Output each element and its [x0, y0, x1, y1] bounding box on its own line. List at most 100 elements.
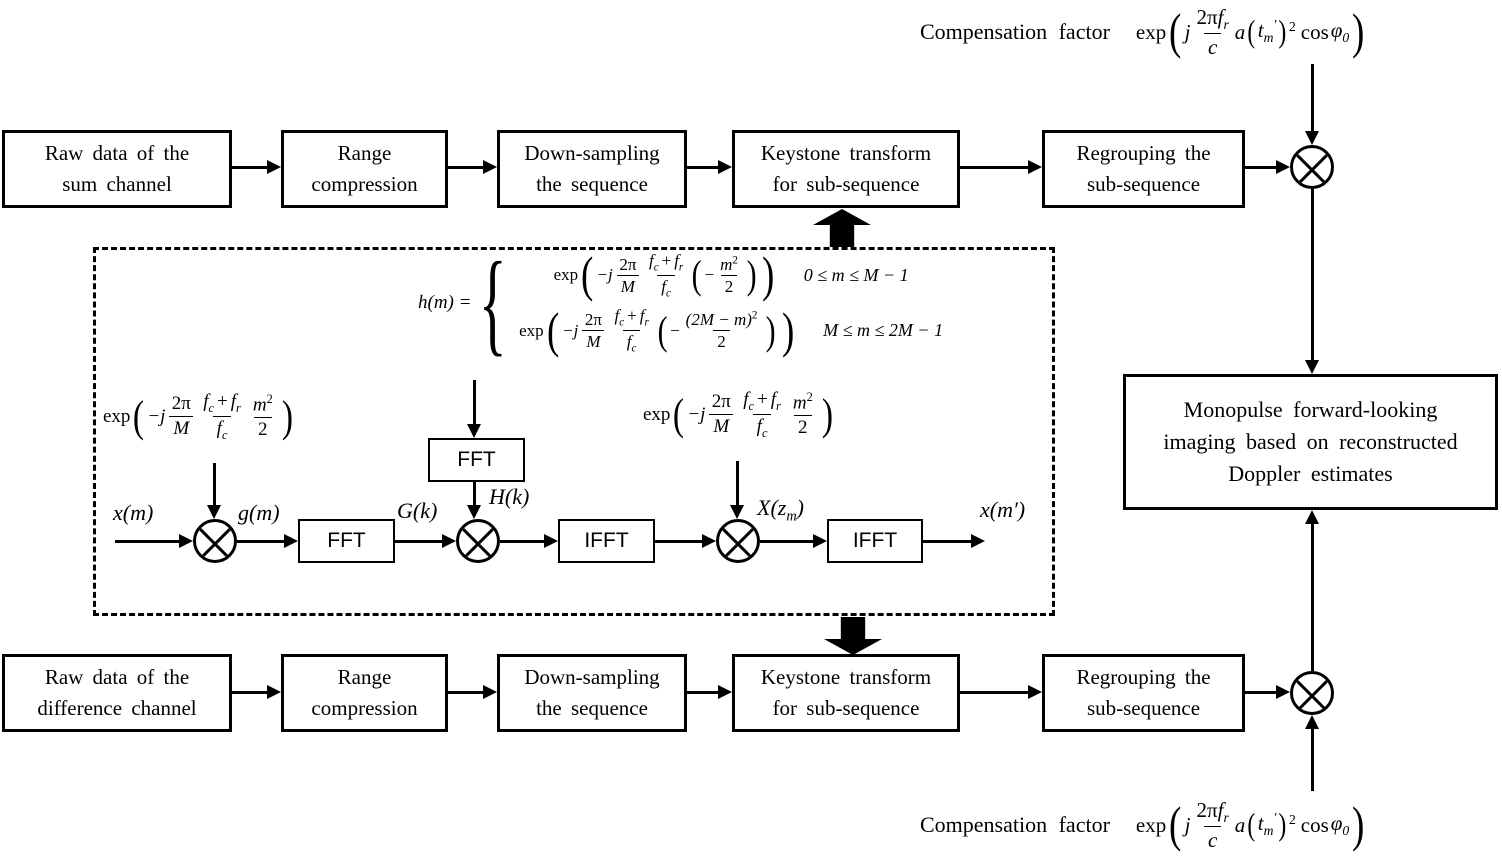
arrowhead-down — [730, 505, 744, 519]
box-keystone-transform-bottom: Keystone transform for sub-sequence — [732, 654, 960, 732]
compensation-factor-top: Compensation factor exp ( j 2πfr c a ( t… — [920, 1, 1368, 63]
arrowhead-right — [813, 534, 827, 548]
arrow-line — [473, 380, 476, 424]
box-label: sub-sequence — [1086, 172, 1201, 196]
box-label: Keystone transform — [760, 140, 932, 165]
arrow-line — [232, 166, 269, 169]
close-paren: ) — [1352, 797, 1365, 853]
h-row-1: exp ( −j 2π M fc+fr fc ( − m2 2 — [553, 247, 909, 303]
arrowhead-right — [267, 160, 281, 174]
fraction: 2πfr c — [1196, 4, 1229, 59]
compensation-label-bottom: Compensation factor — [920, 812, 1110, 837]
box-label: Range — [337, 664, 392, 689]
box-label: sum channel — [62, 172, 172, 196]
close-paren: ) — [746, 252, 757, 298]
box-ifft-2: IFFT — [827, 519, 923, 563]
close-paren: ) — [781, 302, 795, 358]
box-fft-vertical: FFT — [428, 438, 525, 482]
box-label: the sequence — [536, 172, 648, 196]
box-regrouping-bottom: Regrouping the sub-sequence — [1042, 654, 1245, 732]
arrow-line — [213, 463, 216, 505]
signal-label-X-zm: X(zm) — [757, 495, 804, 525]
compensation-formula-top: exp ( j 2πfr c a ( tm′ ) 2 cos φ0 ) — [1135, 4, 1365, 60]
open-paren: ( — [581, 247, 594, 303]
arrowhead-right — [702, 534, 716, 548]
multiplier-icon-1 — [193, 519, 237, 563]
arrowhead-down — [1305, 131, 1319, 145]
left-brace: { — [479, 239, 508, 367]
close-paren: ) — [281, 390, 293, 441]
h-lhs: h(m) = — [418, 292, 472, 314]
arrowhead-right — [284, 534, 298, 548]
box-range-compression-bottom: Range compression — [281, 654, 448, 732]
box-ifft-1: IFFT — [558, 519, 655, 563]
arrow-line — [655, 540, 704, 543]
fraction: m2 2 — [720, 254, 738, 296]
arrow-line — [1311, 64, 1314, 132]
arrowhead-right — [718, 160, 732, 174]
condition-2: M ≤ m ≤ 2M − 1 — [823, 320, 944, 341]
exp-factor-right: exp ( −j 2π M fc+fr fc m2 2 ) — [643, 388, 833, 441]
arrow-line — [1245, 166, 1278, 169]
arrowhead-right — [1276, 685, 1290, 699]
box-range-compression-top: Range compression — [281, 130, 448, 208]
arrowhead-down — [467, 424, 481, 438]
box-label: Keystone transform — [760, 664, 932, 689]
signal-label-x-m-prime: x(m′) — [980, 497, 1026, 522]
h-row-2: exp ( −j 2π M fc+fr fc ( − (2M − m)2 — [519, 302, 944, 358]
box-label: for sub-sequence — [772, 696, 920, 720]
box-down-sampling-top: Down-sampling the sequence — [497, 130, 687, 208]
arrow-line — [1311, 522, 1314, 671]
fraction: 2π M — [582, 309, 605, 353]
arrowhead-right — [483, 160, 497, 174]
exp-factor-left: exp ( −j 2π M fc+fr fc m2 2 ) — [103, 390, 293, 443]
keystone-detail-dashed-box — [93, 247, 1055, 616]
box-label: Down-sampling — [524, 140, 660, 165]
multiplier-icon-top — [1290, 145, 1334, 189]
signal-label-G-k: G(k) — [397, 498, 438, 523]
block-arrow-up-icon — [813, 209, 871, 247]
block-arrow-down-icon — [824, 617, 882, 655]
arrowhead-down — [207, 505, 221, 519]
open-paren: ( — [546, 302, 560, 358]
box-label: Range — [337, 140, 392, 165]
signal-label-x-m: x(m) — [113, 500, 154, 525]
box-label: Regrouping the — [1076, 664, 1211, 689]
box-label: the sequence — [536, 696, 648, 720]
arrow-line — [237, 540, 286, 543]
arrowhead-right — [442, 534, 456, 548]
close-paren: ) — [766, 307, 777, 353]
box-label: Monopulse forward-looking — [1183, 397, 1438, 423]
box-raw-data-sum-channel: Raw data of the sum channel — [2, 130, 232, 208]
open-paren: ( — [1169, 4, 1182, 60]
arrowhead-right — [544, 534, 558, 548]
arrow-line — [448, 166, 485, 169]
compensation-formula-bottom: exp ( j 2πfr c a ( tm′ ) 2 cos φ0 ) — [1135, 797, 1365, 853]
arrow-line — [448, 691, 485, 694]
fraction: 2π M — [709, 390, 734, 439]
open-paren: ( — [673, 388, 685, 439]
fraction: (2M − m)2 2 — [685, 309, 758, 352]
fraction: fc+fr fc — [743, 389, 781, 441]
arrowhead-down — [1305, 360, 1319, 374]
open-paren: ( — [657, 307, 668, 353]
fraction: 2π M — [616, 254, 639, 298]
arrow-line — [395, 540, 444, 543]
box-label: compression — [311, 172, 418, 196]
arrow-line — [687, 166, 720, 169]
arrow-line — [1311, 189, 1314, 361]
open-paren: ( — [691, 252, 702, 298]
box-down-sampling-bottom: Down-sampling the sequence — [497, 654, 687, 732]
arrowhead-right — [718, 685, 732, 699]
box-raw-data-difference-channel: Raw data of the difference channel — [2, 654, 232, 732]
close-paren: ) — [1278, 806, 1287, 842]
arrowhead-right — [179, 534, 193, 548]
condition-1: 0 ≤ m ≤ M − 1 — [803, 264, 909, 285]
fraction: fc+fr fc — [614, 306, 649, 355]
arrow-line — [232, 691, 269, 694]
arrow-line — [1311, 727, 1314, 791]
arrowhead-down — [467, 505, 481, 519]
close-paren: ) — [1278, 13, 1287, 49]
open-paren: ( — [1247, 806, 1256, 842]
